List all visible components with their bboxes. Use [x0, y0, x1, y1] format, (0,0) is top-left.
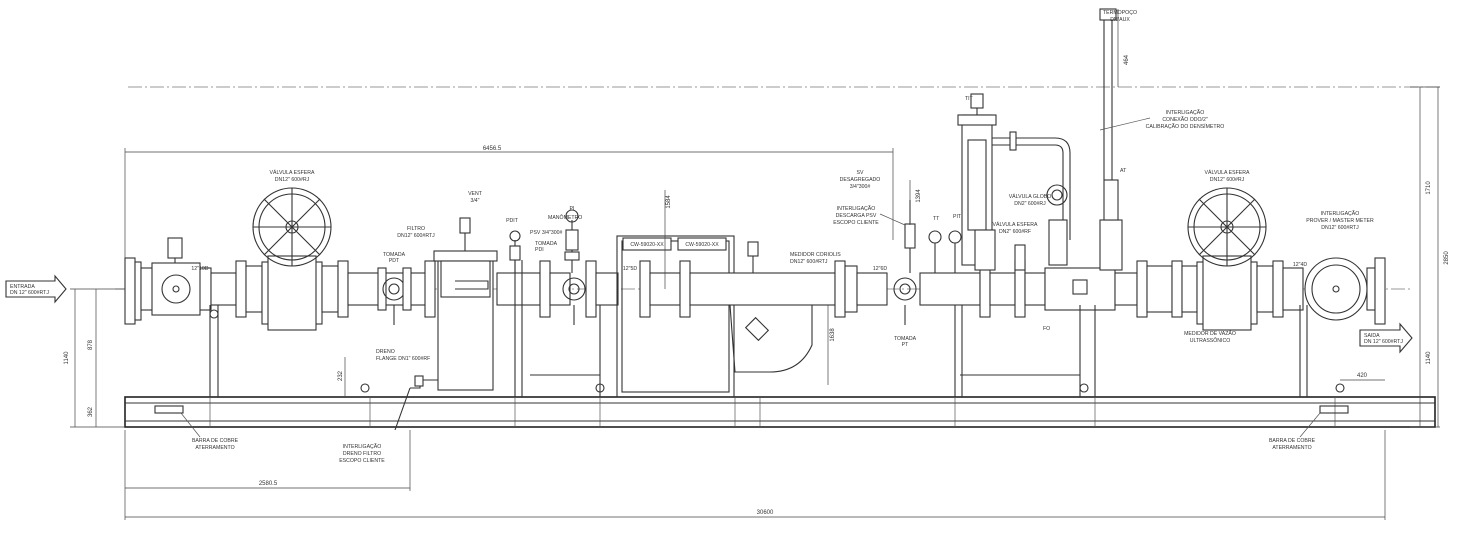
valve-inlet-spec: DN12" 600#RJ: [275, 177, 310, 183]
discharge-interlock-line1: INTERLIGAÇÃO: [837, 205, 876, 212]
tomada-pdi-tag: PDI: [535, 247, 544, 253]
at-label: AT: [1120, 168, 1127, 174]
ground-bar-right-label: BARRA DE COBRE: [1269, 438, 1316, 444]
inlet-label: ENTRADA: [10, 284, 35, 290]
outlet-arrow: SAIDA DN 12" 600#RTJ: [1359, 322, 1413, 354]
dim-thermowell-height: 464: [1124, 54, 1130, 65]
discharge-interlock-line2: DESCARGA PSV: [836, 213, 877, 219]
prover-connection-label: INTERLIGAÇÃO: [1321, 210, 1360, 217]
fo-label: FO: [1043, 326, 1050, 332]
filter-label: FILTRO: [407, 226, 425, 232]
nameplate-2-text: CW-59020-XX: [685, 242, 719, 248]
tomada-filter-label: TOMADA: [383, 252, 406, 258]
dim-total-height: 2850: [1444, 251, 1450, 265]
dimension-lines: 6456.5 30600 2580.5 2850 1710 1140 1140 …: [64, 9, 1450, 520]
ground-bar-right-sub: ATERRAMENTO: [1272, 445, 1311, 451]
discharge-interlock-line3: ESCOPO CLIENTE: [833, 220, 879, 226]
pdit-label: PDIT: [506, 218, 519, 224]
pipe-supports: [209, 260, 1345, 397]
outlet-label: SAIDA: [1364, 333, 1380, 339]
drain-interlock-line2: DRENO FILTRO: [343, 451, 381, 457]
valve-globe-spec: DN2" 600#RJ: [1014, 201, 1046, 207]
valve-ball-2-spec: DN2" 600#RF: [999, 229, 1031, 235]
flowmeter-label: MEDIDOR DE VAZÃO: [1184, 330, 1236, 337]
ground-bar-right: [1319, 405, 1349, 414]
drain-interlock-line3: ESCOPO CLIENTE: [339, 458, 385, 464]
dim-axis-height: 1140: [64, 351, 70, 365]
manometer-label: MANÔMETRO: [548, 214, 582, 221]
valve-ball-2-label: VÁLVULA ESFERA: [993, 221, 1038, 228]
valve-outlet-spec: DN12" 600#RJ: [1210, 177, 1245, 183]
prover-connection-spec: DN12" 600#RTJ: [1321, 225, 1359, 231]
main-pipe: [124, 217, 1386, 398]
dim-upper-height: 1710: [1426, 181, 1432, 195]
dim-axis-left-inner: 878: [88, 339, 94, 350]
spool-4-label: 12"4D: [1293, 262, 1307, 268]
filter-spec: DN12" 600#RTJ: [397, 233, 435, 239]
vent-label: VENT: [468, 191, 483, 197]
tomada-pt-label: TOMADA: [894, 336, 917, 342]
outlet-spec: DN 12" 600#RTJ: [1364, 339, 1403, 345]
pit-label: PIT: [953, 214, 962, 220]
instruments-left: [393, 209, 906, 325]
prover-interlock-line2: CONEXÃO ODO/2": [1162, 116, 1208, 123]
vent-spec: 3/4": [470, 198, 479, 204]
tomada-pdi-label: TOMADA: [535, 241, 558, 247]
drain-spec: FLANGE DN1" 600#RF: [376, 356, 430, 362]
dim-overall-length: 30600: [757, 510, 774, 516]
tomada-pt-tag: PT: [902, 342, 909, 348]
nameplate-1: [622, 237, 672, 251]
thermowell-label: TERMOPOÇO: [1103, 10, 1137, 16]
dim-drain-offset: 232: [338, 370, 344, 381]
spool-1-label: 12"10D: [191, 266, 208, 272]
coriolis-spec: DN12" 600#RTJ: [790, 259, 828, 265]
tomada-filter-tag: PDT: [389, 258, 400, 264]
nameplate-1-text: CW-59020-XX: [630, 242, 664, 248]
valve-globe-label: VÁLVULA GLOBO: [1009, 193, 1052, 200]
dim-meter-vertical-2: 1638: [830, 328, 836, 342]
dim-tap-vertical: 1394: [916, 189, 922, 203]
sv-spec: 3/4"300#: [850, 184, 871, 190]
dim-meter-vertical: 1584: [666, 195, 672, 209]
inlet-spec: DN 12" 600#RTJ: [10, 290, 49, 296]
dim-axis-height-right: 1140: [1426, 351, 1432, 365]
drain-label: DRENO: [376, 349, 395, 355]
skid-base: [124, 396, 1436, 428]
dim-top-span: 6456.5: [483, 146, 502, 152]
tt-label: TT: [933, 216, 940, 222]
instruments-right: [904, 8, 1123, 273]
dim-left-span: 2580.5: [259, 481, 278, 487]
ground-bar-left-sub: ATERRAMENTO: [195, 445, 234, 451]
psv-spec-label: PSV 3/4"300#: [530, 230, 563, 236]
prover-connection-desc: PROVER / MASTER METER: [1306, 218, 1374, 224]
coriolis-label: MEDIDOR CORIOLIS: [790, 252, 841, 258]
ground-bar-left-label: BARRA DE COBRE: [192, 438, 239, 444]
dim-skid-height: 362: [88, 406, 94, 417]
inlet-valve-handwheel: [252, 187, 332, 267]
flowmeter-type: ULTRASSÔNICO: [1190, 337, 1231, 344]
nameplate-2: [677, 237, 727, 251]
thermowell-spec: DN/AUX: [1110, 17, 1130, 23]
pi-label: PI: [570, 206, 575, 212]
annotations: VÁLVULA ESFERA DN12" 600#RJ VÁLVULA ESFE…: [180, 10, 1374, 464]
spool-2-label: 12"5D: [623, 266, 637, 272]
sv-desc: DESAGREGADO: [840, 177, 881, 183]
prover-interlock-line3: CALIBRAÇÃO DO DENSÍMETRO: [1146, 123, 1225, 130]
outlet-valve-handwheel: [1187, 187, 1267, 267]
sv-label: SV: [857, 170, 864, 176]
filter-drain: [394, 375, 438, 431]
ground-bar-left: [154, 405, 184, 414]
drain-interlock-line1: INTERLIGAÇÃO: [343, 443, 382, 450]
inlet-arrow: ENTRADA DN 12" 600#RTJ: [5, 274, 67, 304]
prover-interlock-line1: INTERLIGAÇÃO: [1166, 109, 1205, 116]
spool-3-label: 12"6D: [873, 266, 887, 272]
tit-label: TIT: [965, 96, 974, 102]
valve-outlet-label: VÁLVULA ESFERA: [1205, 169, 1250, 176]
valve-inlet-label: VÁLVULA ESFERA: [270, 169, 315, 176]
dim-right-offset: 420: [1357, 373, 1368, 379]
